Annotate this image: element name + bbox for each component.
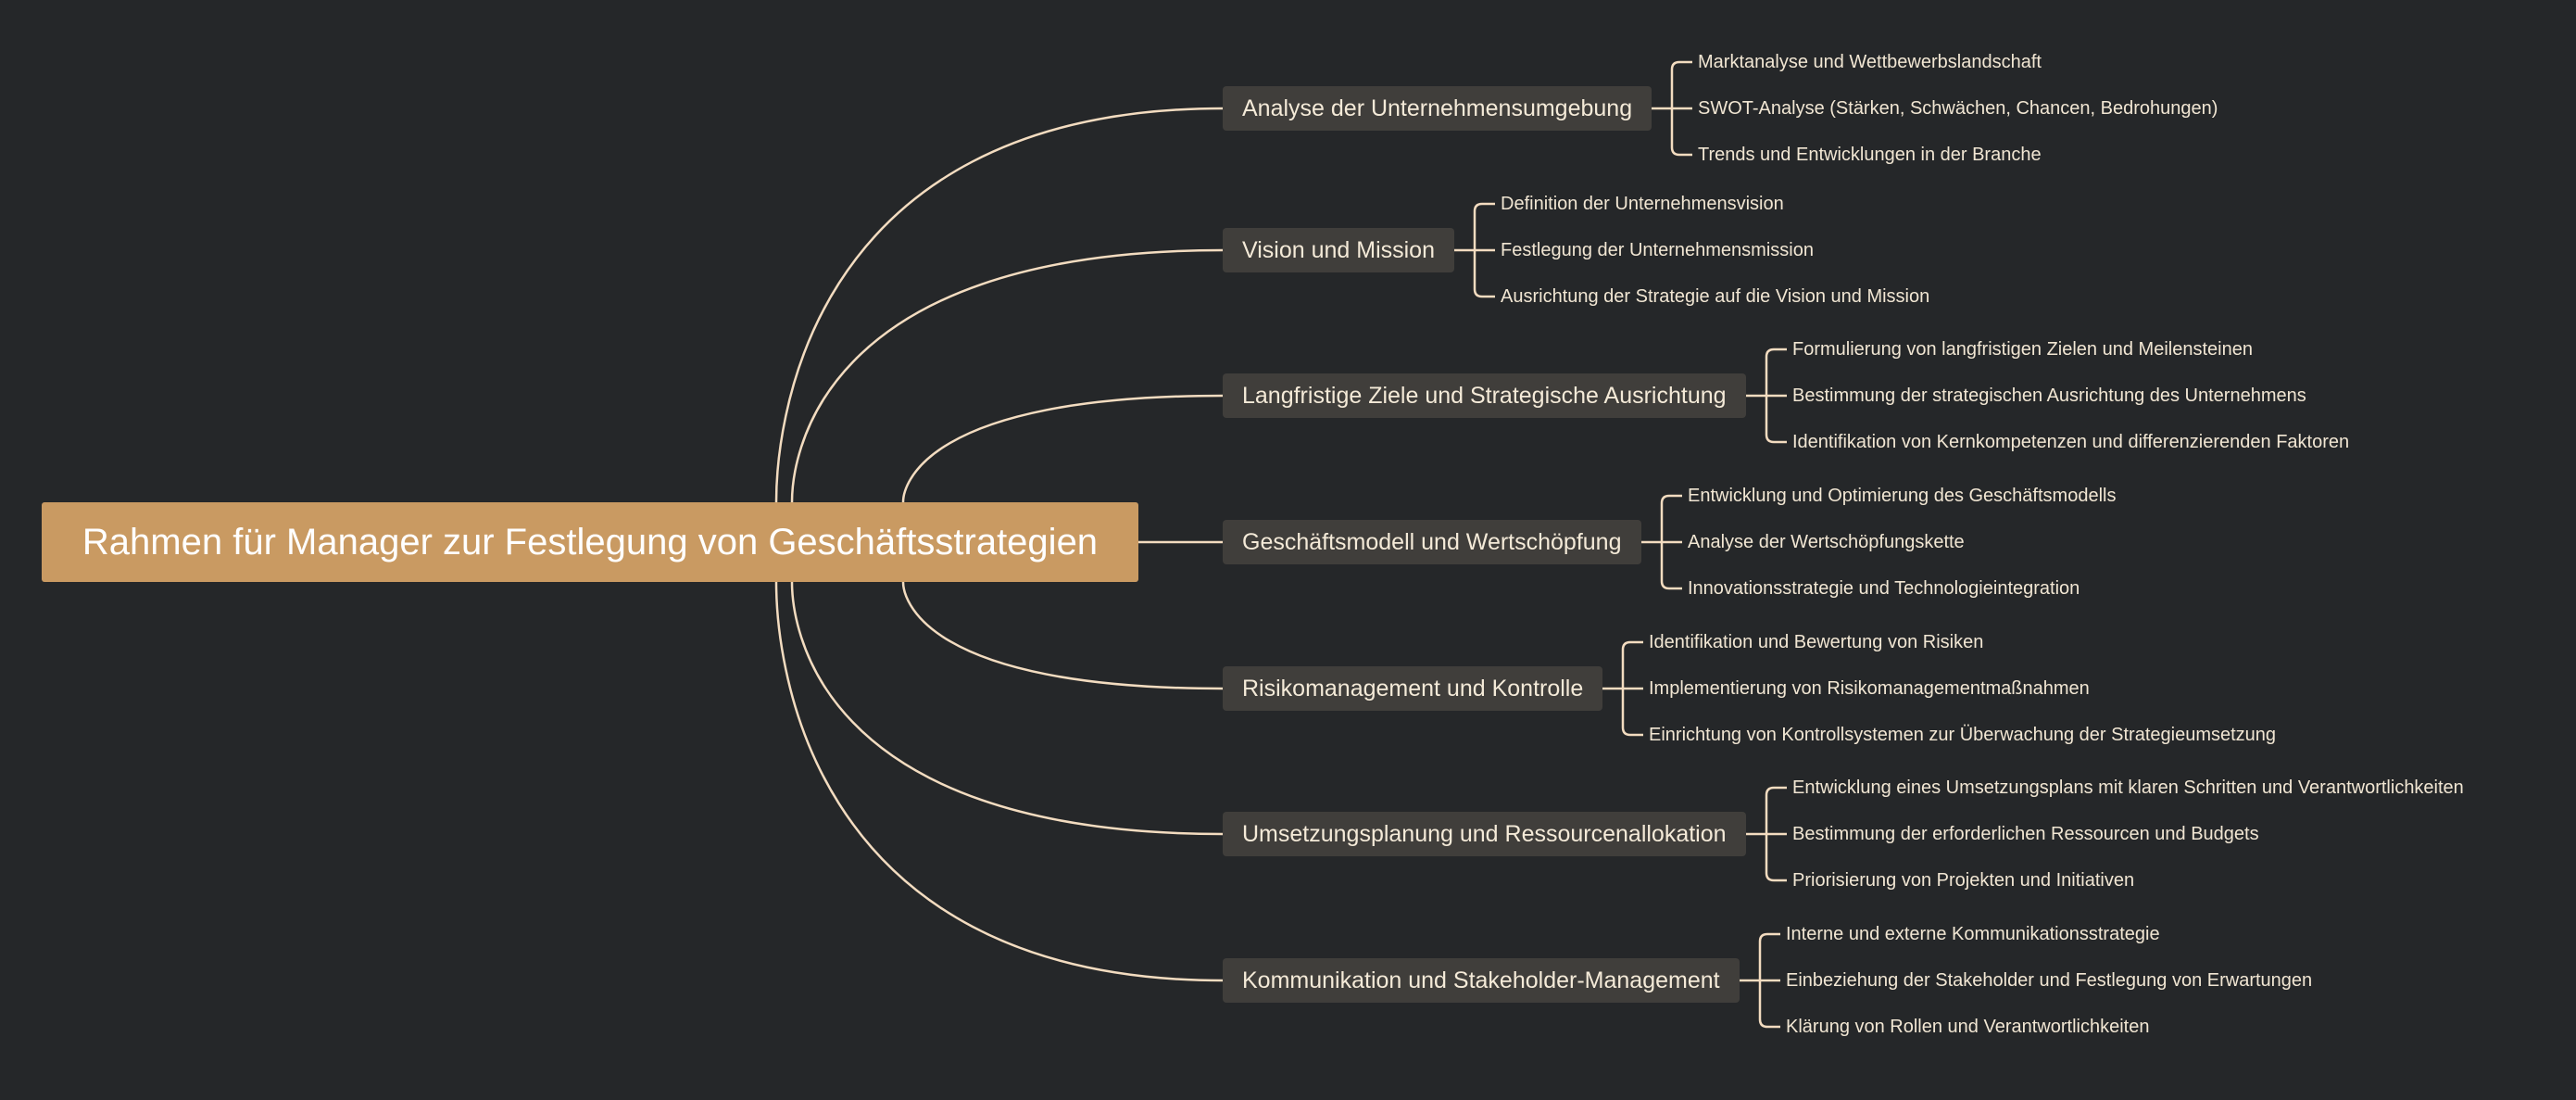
branch-label: Risikomanagement und Kontrolle [1242, 675, 1584, 702]
subtopic-item[interactable]: Entwicklung eines Umsetzungsplans mit kl… [1792, 778, 2464, 798]
branch-label: Vision und Mission [1242, 236, 1435, 263]
subtopic-item[interactable]: Marktanalyse und Wettbewerbslandschaft [1698, 52, 2042, 72]
branch-topic-vision[interactable]: Vision und Mission [1223, 228, 1454, 272]
leaf-connector [1758, 980, 1780, 1029]
subtopic-item[interactable]: Formulierung von langfristigen Zielen un… [1792, 339, 2253, 360]
branch-topic-kommunikation[interactable]: Kommunikation und Stakeholder-Management [1223, 958, 1740, 1003]
subtopic-item[interactable]: Interne und externe Kommunikationsstrate… [1786, 924, 2160, 944]
branch-topic-geschaeftsmodell[interactable]: Geschäftsmodell und Wertschöpfung [1223, 520, 1641, 564]
subtopic-item[interactable]: Ausrichtung der Strategie auf die Vision… [1501, 286, 1930, 307]
leaf-connector [1473, 202, 1495, 250]
branch-topic-umsetzung[interactable]: Umsetzungsplanung und Ressourcenallokati… [1223, 812, 1746, 856]
subtopic-item[interactable]: Priorisierung von Projekten und Initiati… [1792, 870, 2135, 891]
subtopic-item[interactable]: Identifikation und Bewertung von Risiken [1649, 632, 1984, 652]
subtopic-item[interactable]: Definition der Unternehmensvision [1501, 194, 1784, 214]
leaf-connector [1670, 108, 1692, 157]
root-connector [790, 581, 1224, 836]
leaf-connector [1621, 640, 1643, 689]
root-connector [901, 581, 1224, 690]
subtopic-item[interactable]: Einbeziehung der Stakeholder und Festleg… [1786, 970, 2313, 991]
branch-label: Analyse der Unternehmensumgebung [1242, 95, 1633, 121]
leaf-connector [1758, 932, 1780, 980]
branch-label: Umsetzungsplanung und Ressourcenallokati… [1242, 820, 1727, 847]
branch-topic-ziele[interactable]: Langfristige Ziele und Strategische Ausr… [1223, 373, 1746, 418]
subtopic-item[interactable]: Trends und Entwicklungen in der Branche [1698, 145, 2042, 165]
branch-label: Geschäftsmodell und Wertschöpfung [1242, 528, 1622, 555]
leaf-connector [1621, 689, 1643, 737]
subtopic-item[interactable]: Analyse der Wertschöpfungskette [1688, 532, 1965, 552]
root-connector [774, 107, 1224, 503]
subtopic-item[interactable]: Bestimmung der strategischen Ausrichtung… [1792, 386, 2306, 406]
subtopic-item[interactable]: Bestimmung der erforderlichen Ressourcen… [1792, 824, 2259, 844]
leaf-connector [1765, 786, 1787, 834]
leaf-connector [1765, 348, 1787, 396]
branch-label: Langfristige Ziele und Strategische Ausr… [1242, 382, 1727, 409]
subtopic-item[interactable]: Klärung von Rollen und Verantwortlichkei… [1786, 1017, 2150, 1037]
branch-topic-analyse[interactable]: Analyse der Unternehmensumgebung [1223, 86, 1652, 131]
subtopic-item[interactable]: Implementierung von Risikomanagementmaßn… [1649, 678, 2090, 699]
branch-label: Kommunikation und Stakeholder-Management [1242, 967, 1720, 993]
subtopic-item[interactable]: Festlegung der Unternehmensmission [1501, 240, 1814, 260]
root-connector [790, 248, 1224, 503]
leaf-connector [1660, 542, 1682, 590]
subtopic-item[interactable]: Einrichtung von Kontrollsystemen zur Übe… [1649, 725, 2277, 745]
subtopic-item[interactable]: Identifikation von Kernkompetenzen und d… [1792, 432, 2350, 452]
subtopic-item[interactable]: SWOT-Analyse (Stärken, Schwächen, Chance… [1698, 98, 2218, 119]
root-connector [901, 394, 1224, 503]
leaf-connector [1473, 250, 1495, 298]
subtopic-item[interactable]: Entwicklung und Optimierung des Geschäft… [1688, 486, 2117, 506]
root-topic[interactable]: Rahmen für Manager zur Festlegung von Ge… [42, 502, 1138, 582]
leaf-connector [1765, 834, 1787, 882]
leaf-connector [1765, 396, 1787, 444]
leaf-connector [1670, 60, 1692, 108]
leaf-connector [1660, 494, 1682, 542]
root-topic-label: Rahmen für Manager zur Festlegung von Ge… [82, 521, 1099, 563]
root-connector [774, 581, 1224, 982]
branch-topic-risikomanagement[interactable]: Risikomanagement und Kontrolle [1223, 666, 1603, 711]
subtopic-item[interactable]: Innovationsstrategie und Technologieinte… [1688, 578, 2080, 599]
